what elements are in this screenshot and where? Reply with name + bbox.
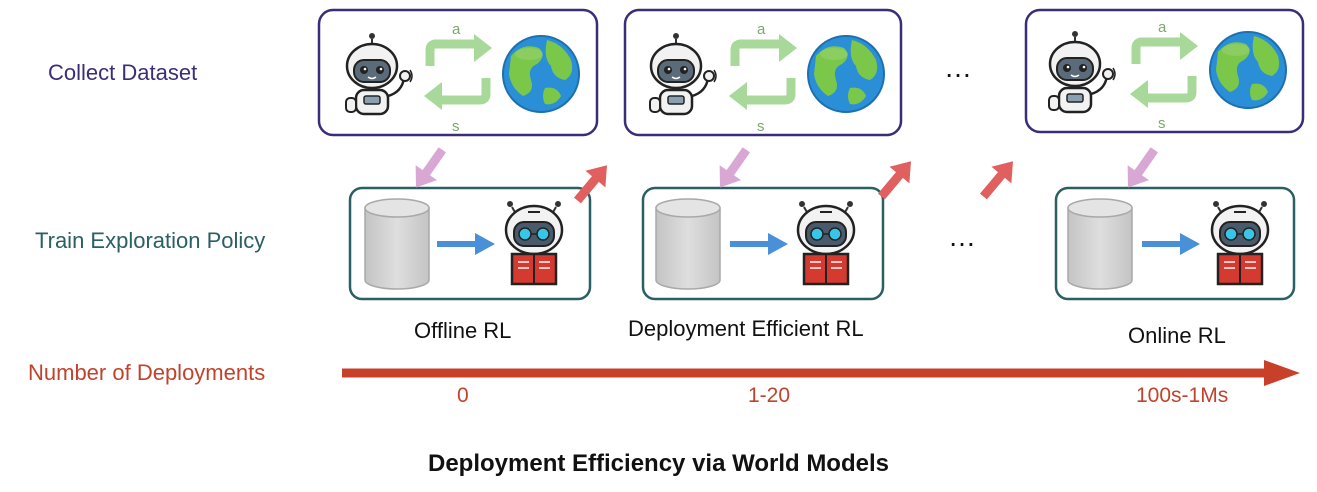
figure-title: Deployment Efficiency via World Models bbox=[428, 450, 889, 477]
train-box-1 bbox=[348, 186, 592, 301]
database-cylinder-icon bbox=[655, 198, 721, 290]
collect-box-1: a s bbox=[317, 8, 599, 137]
tick-value-1: 1-20 bbox=[748, 384, 791, 407]
earth-globe-icon bbox=[1209, 31, 1287, 109]
deployment-axis bbox=[342, 360, 1300, 386]
earth-globe-icon bbox=[502, 35, 580, 113]
ellipsis-top: … bbox=[944, 52, 974, 83]
state-label: s bbox=[1158, 115, 1166, 132]
tick-value-2: 100s-1Ms bbox=[1136, 384, 1229, 407]
caption-online-rl: Online RL bbox=[1128, 323, 1226, 348]
state-label: s bbox=[452, 118, 460, 135]
row-label-train: Train Exploration Policy bbox=[35, 228, 266, 253]
row-label-deployments: Number of Deployments bbox=[28, 360, 266, 385]
database-cylinder-icon bbox=[1067, 198, 1133, 290]
robot-reading-icon bbox=[796, 199, 856, 286]
row-label-collect: Collect Dataset bbox=[48, 60, 198, 85]
robot-reading-icon bbox=[504, 199, 564, 286]
state-label: s bbox=[757, 118, 765, 135]
train-box-2 bbox=[641, 186, 885, 301]
caption-offline-rl: Offline RL bbox=[414, 318, 512, 343]
action-label: a bbox=[452, 21, 461, 38]
tick-value-0: 0 bbox=[457, 384, 469, 407]
collect-box-2: a s bbox=[623, 8, 903, 137]
ellipsis-middle: … bbox=[948, 221, 978, 252]
caption-deployment-efficient-rl: Deployment Efficient RL bbox=[628, 316, 864, 341]
earth-globe-icon bbox=[807, 35, 885, 113]
action-label: a bbox=[1158, 19, 1167, 36]
train-box-3 bbox=[1054, 186, 1296, 301]
robot-reading-icon bbox=[1210, 199, 1270, 286]
action-label: a bbox=[757, 21, 766, 38]
database-cylinder-icon bbox=[364, 198, 430, 290]
collect-box-3: a s bbox=[1024, 8, 1305, 134]
up-arrow-3 bbox=[973, 153, 1022, 205]
